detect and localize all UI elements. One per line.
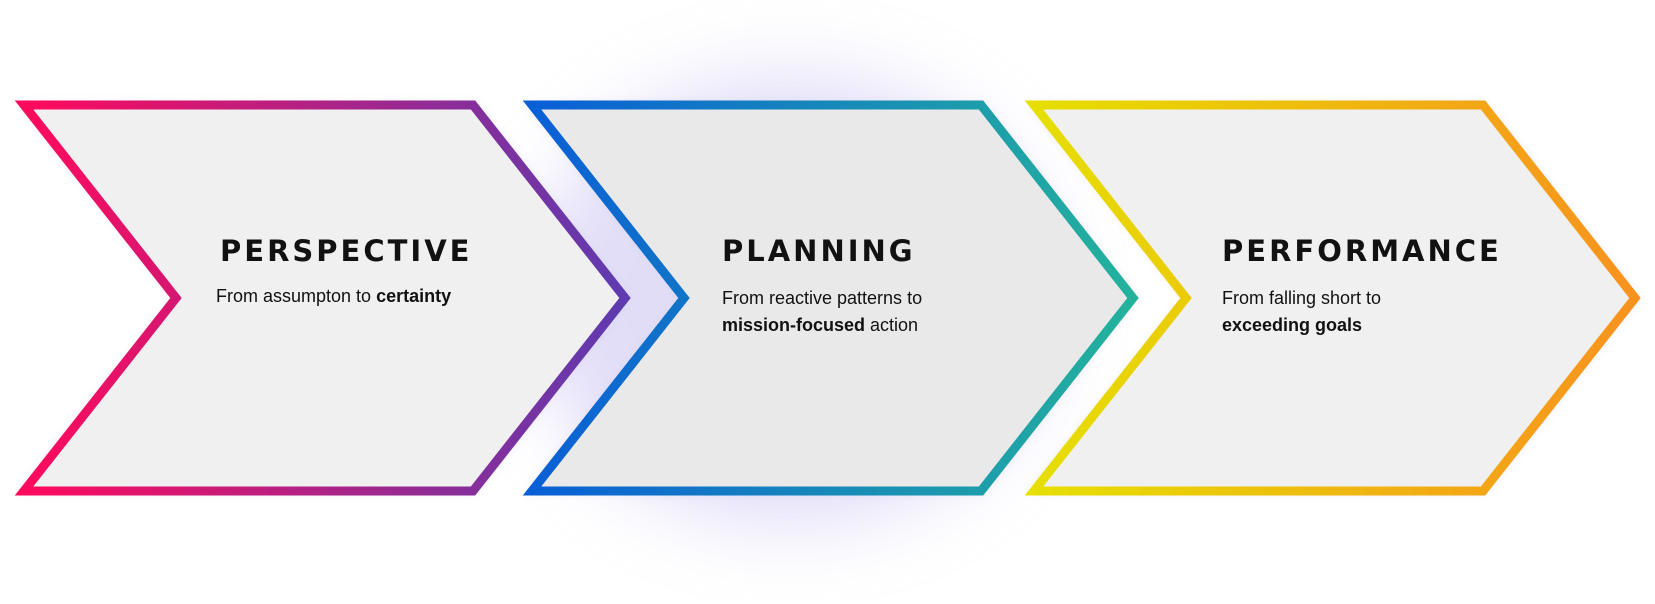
step-title-performance: PERFORMANCE [1222,234,1502,268]
description-emphasis: certainty [376,286,452,306]
step-title-perspective: PERSPECTIVE [220,234,473,268]
step-description-perspective: From assumpton to certainty [216,283,516,310]
chevron-planning [522,100,1139,496]
description-text: From reactive patterns to [722,288,923,308]
description-text: action [865,315,919,335]
step-description-performance: From falling short to exceeding goals [1222,285,1482,339]
step-title-planning: PLANNING [722,234,916,268]
description-emphasis: exceeding goals [1222,315,1363,335]
description-text: From assumpton to [216,286,377,306]
step-description-planning: From reactive patterns to mission-focuse… [722,285,982,339]
chevron-perspective [14,100,631,496]
description-text: From falling short to [1222,288,1382,308]
description-emphasis: mission-focused [722,315,866,335]
chevron-performance [1024,100,1641,496]
